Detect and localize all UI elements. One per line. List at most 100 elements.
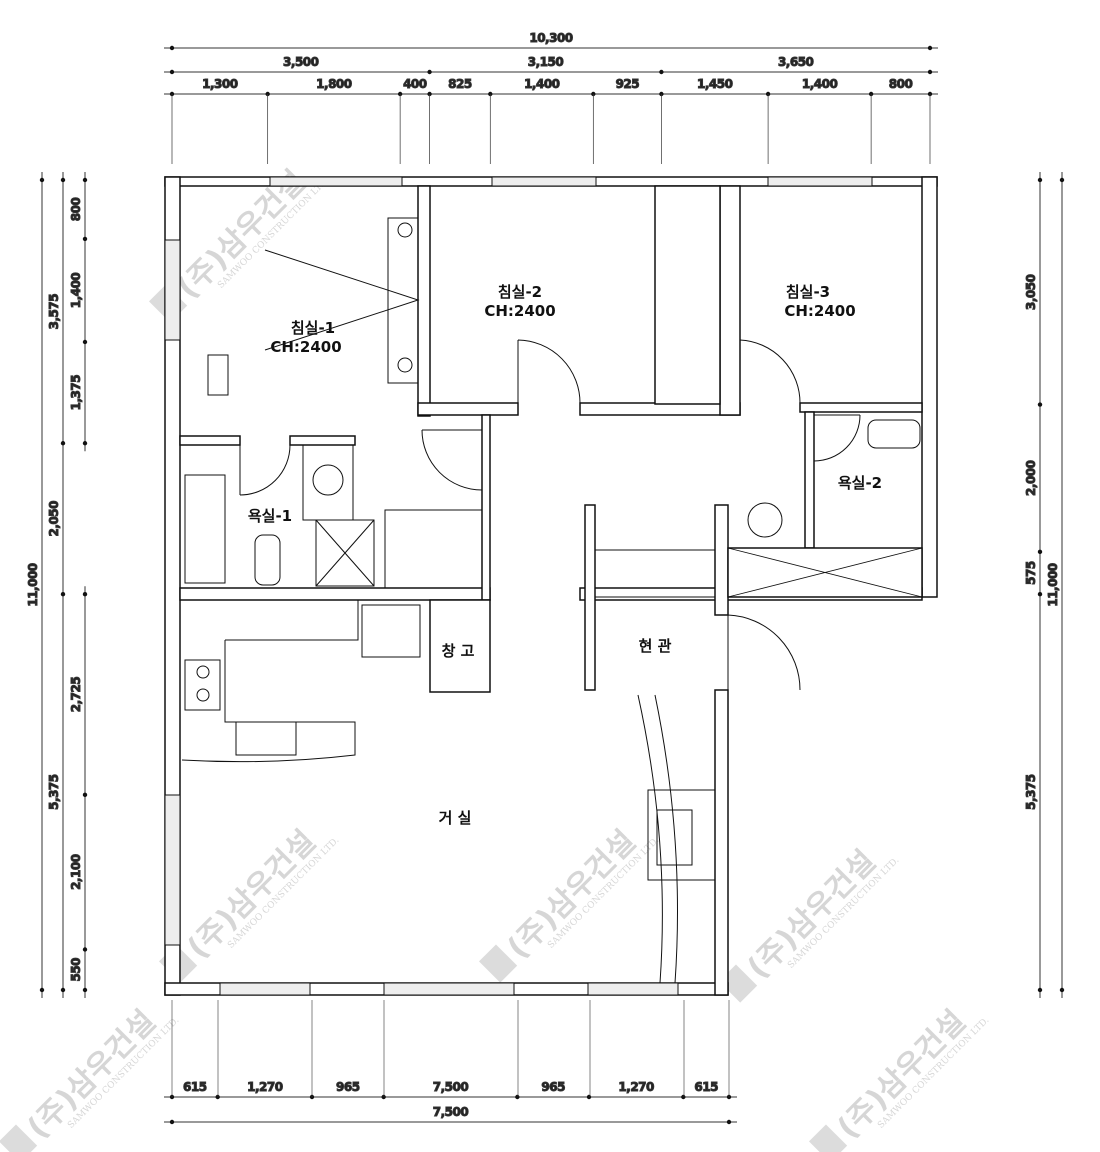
dim-label: 400 xyxy=(403,77,427,91)
sink xyxy=(312,464,344,496)
bedroom1-wall xyxy=(417,185,431,417)
column xyxy=(207,354,229,396)
cabinet xyxy=(647,789,716,881)
dim-label: 1,270 xyxy=(618,1080,654,1094)
dim-label: 11,000 xyxy=(1046,563,1060,606)
closet-shelf xyxy=(384,509,483,589)
dim-tick xyxy=(927,45,933,51)
bath1-top-wall xyxy=(179,435,241,446)
watermark-logo-icon xyxy=(0,1124,38,1152)
door-bedroom2 xyxy=(517,339,581,404)
dim-label: 615 xyxy=(183,1080,207,1094)
dim-tick xyxy=(169,69,175,75)
dim-tick xyxy=(1037,592,1043,597)
bed-outline xyxy=(264,249,420,351)
dim-tick xyxy=(39,987,45,993)
entrance-right-wall xyxy=(714,504,729,616)
dim-label: 3,050 xyxy=(1024,274,1038,310)
entrance-name: 현 관 xyxy=(639,637,672,655)
windows xyxy=(164,176,873,996)
window xyxy=(164,239,181,341)
watermark-text: (주)삼우건설 xyxy=(501,824,643,966)
shoe-cabinet xyxy=(594,549,716,598)
dim-tick xyxy=(659,69,664,75)
kitchen-counter xyxy=(181,599,430,763)
bath2-left-wall xyxy=(804,411,815,549)
toilet xyxy=(254,534,281,586)
dim-tick xyxy=(586,1094,592,1100)
dim-label: 10,300 xyxy=(529,31,572,45)
watermark-text: (주)삼우건설 xyxy=(21,1004,163,1146)
dim-label: 11,000 xyxy=(26,563,40,606)
storage xyxy=(429,599,491,693)
dim-label: 1,450 xyxy=(697,77,733,91)
door-bath1 xyxy=(239,444,291,496)
dim-tick xyxy=(1037,987,1043,993)
dim-label: 825 xyxy=(448,77,472,91)
watermark-logo-icon xyxy=(478,944,518,983)
living-right-wall xyxy=(714,689,729,996)
dim-label: 1,375 xyxy=(69,375,83,411)
dim-tick xyxy=(381,1094,386,1100)
dim-label: 1,800 xyxy=(316,77,352,91)
window xyxy=(491,176,597,187)
window xyxy=(269,176,403,187)
bedroom1-name: 침실-1 xyxy=(291,319,335,337)
bath1-top-wall-b xyxy=(289,435,356,446)
dim-label: 925 xyxy=(616,77,640,91)
dim-label: 965 xyxy=(541,1080,565,1094)
dim-label: 2,100 xyxy=(69,854,83,890)
bath1-bottom-wall xyxy=(179,587,491,601)
watermark-text: (주)삼우건설 xyxy=(831,1004,973,1146)
bedroom1-ceiling: CH:2400 xyxy=(270,338,341,356)
bath2-name: 욕실-2 xyxy=(838,474,882,492)
dim-tick xyxy=(169,45,175,51)
window xyxy=(164,794,181,946)
sink-counter xyxy=(302,444,354,521)
dim-tick xyxy=(1037,549,1043,555)
dim-tick xyxy=(82,592,88,597)
watermark-text: (주)삼우건설 xyxy=(741,844,883,986)
door-bedroom1 xyxy=(421,429,483,491)
bedroom2-ceiling: CH:2400 xyxy=(484,302,555,320)
dim-tick xyxy=(82,339,88,345)
dim-label: 1,400 xyxy=(524,77,560,91)
dim-label: 3,150 xyxy=(528,55,564,69)
dim-tick xyxy=(60,592,66,597)
dim-tick xyxy=(82,177,88,183)
dim-label: 965 xyxy=(336,1080,360,1094)
dim-label: 2,725 xyxy=(69,677,83,713)
room-labels: 침실-1 CH:2400 침실-2 CH:2400 침실-3 CH:2400 욕… xyxy=(248,283,882,827)
dim-label: 1,400 xyxy=(69,273,83,309)
dim-tick xyxy=(60,177,66,183)
dim-tick xyxy=(681,1094,686,1100)
dim-label: 7,500 xyxy=(433,1080,469,1094)
dim-label: 615 xyxy=(694,1080,718,1094)
dim-label: 5,375 xyxy=(1024,774,1038,810)
window xyxy=(587,982,679,996)
right-wall xyxy=(921,176,938,598)
dim-tick xyxy=(1037,177,1043,183)
toilet xyxy=(867,419,921,449)
cooktop xyxy=(184,659,221,711)
bedroom3-ceiling: CH:2400 xyxy=(784,302,855,320)
dim-label: 1,270 xyxy=(247,1080,283,1094)
closet xyxy=(654,185,721,405)
storage-name: 창 고 xyxy=(442,642,475,660)
dim-label: 575 xyxy=(1024,561,1038,585)
dim-label: 800 xyxy=(69,198,83,222)
door-bath2 xyxy=(813,414,861,462)
window xyxy=(383,982,515,996)
dim-tick xyxy=(515,1094,520,1100)
dim-tick xyxy=(427,69,432,75)
bath2-top-wall xyxy=(799,402,923,413)
bedroom3-wall xyxy=(719,185,741,416)
kitchen-sink xyxy=(235,721,297,756)
dim-label: 2,050 xyxy=(47,501,61,537)
dim-tick xyxy=(82,792,88,798)
dim-tick xyxy=(1037,402,1043,407)
